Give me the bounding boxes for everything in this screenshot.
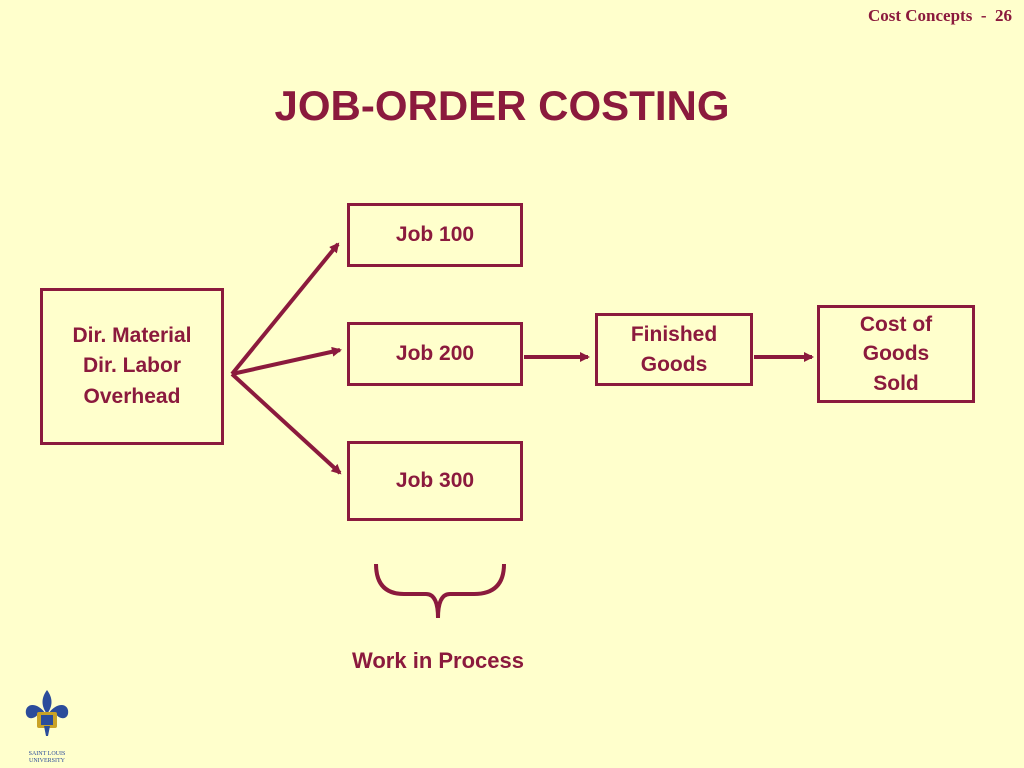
arrow-to-job-100 bbox=[230, 242, 340, 376]
page-title: JOB-ORDER COSTING bbox=[274, 82, 730, 129]
cogs-line1: Cost of bbox=[859, 312, 933, 336]
input-material: Dir. Material bbox=[72, 323, 192, 347]
fleur-de-lis-icon bbox=[25, 690, 69, 736]
finished-goods-box: Finished Goods bbox=[595, 313, 753, 386]
finished-goods-line2: Goods bbox=[640, 352, 708, 376]
cogs-line2: Goods bbox=[862, 342, 930, 366]
finished-goods-line1: Finished bbox=[630, 323, 718, 347]
job-100-label: Job 100 bbox=[395, 222, 475, 246]
job-200-label: Job 200 bbox=[395, 341, 475, 365]
logo-text-line2: UNIVERSITY bbox=[29, 758, 65, 764]
university-logo: SAINT LOUIS UNIVERSITY bbox=[22, 688, 72, 765]
input-overhead: Overhead bbox=[83, 384, 181, 408]
input-labor: Dir. Labor bbox=[82, 354, 182, 378]
job-300-box: Job 300 bbox=[347, 441, 523, 521]
arrow-to-job-200 bbox=[231, 346, 342, 376]
job-100-box: Job 100 bbox=[347, 203, 523, 267]
cogs-line3: Sold bbox=[873, 371, 919, 395]
arrow-to-job-300 bbox=[230, 372, 342, 475]
job-200-box: Job 200 bbox=[347, 322, 523, 386]
cogs-box: Cost of Goods Sold bbox=[817, 305, 975, 403]
logo-text-line1: SAINT LOUIS bbox=[28, 751, 66, 757]
inputs-box: Dir. Material Dir. Labor Overhead bbox=[40, 288, 224, 445]
page-header: Cost Concepts - 26 bbox=[867, 6, 1012, 25]
work-in-process-label: Work in Process bbox=[352, 648, 524, 673]
wip-brace bbox=[374, 563, 506, 619]
job-300-label: Job 300 bbox=[395, 468, 475, 492]
